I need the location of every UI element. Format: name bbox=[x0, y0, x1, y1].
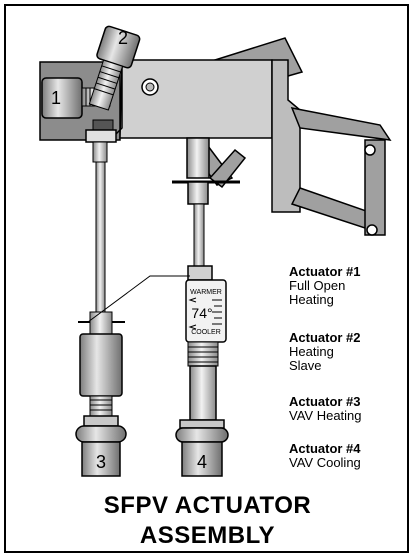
leader-line bbox=[87, 275, 190, 323]
marker-2-text: 2 bbox=[118, 28, 128, 48]
actuator-1-label: Actuator #1 Full Open Heating bbox=[289, 265, 361, 307]
actuator-2-label: Actuator #2 Heating Slave bbox=[289, 331, 361, 373]
main-bracket bbox=[109, 59, 273, 141]
actuator-1-desc: Full Open Heating bbox=[289, 278, 346, 307]
left-rod-assembly bbox=[75, 119, 127, 477]
actuator-4-title: Actuator #4 bbox=[289, 441, 361, 456]
caption-line-1: SFPV ACTUATOR bbox=[103, 492, 312, 519]
center-rod-assembly bbox=[172, 137, 240, 477]
marker-1-text: 1 bbox=[51, 88, 61, 108]
caption-line-2: ASSEMBLY bbox=[139, 522, 276, 549]
marker-3-text: 3 bbox=[96, 452, 106, 472]
actuator-2-title: Actuator #2 bbox=[289, 330, 361, 345]
marker-4: 4 bbox=[197, 452, 207, 472]
right-lever bbox=[290, 107, 392, 236]
actuator-3-label: Actuator #3 VAV Heating bbox=[289, 395, 362, 423]
marker-1: 1 bbox=[51, 88, 61, 108]
thermostat-warmer-label: WARMER bbox=[190, 289, 222, 296]
actuator-3-desc: VAV Heating bbox=[289, 408, 362, 423]
thermostat-value: 74° bbox=[191, 305, 212, 321]
thermostat-cooler-label: COOLER bbox=[191, 329, 221, 336]
right-plate bbox=[271, 59, 324, 213]
marker-2: 2 bbox=[118, 28, 128, 48]
actuator-4-label: Actuator #4 VAV Cooling bbox=[289, 442, 361, 470]
thermostat-scale bbox=[188, 297, 222, 330]
marker-3: 3 bbox=[96, 452, 106, 472]
actuator-1-title: Actuator #1 bbox=[289, 264, 361, 279]
marker-4-text: 4 bbox=[197, 452, 207, 472]
actuator-2-desc: Heating Slave bbox=[289, 344, 334, 373]
actuator-3-title: Actuator #3 bbox=[289, 394, 361, 409]
actuator-2-head bbox=[88, 25, 141, 111]
actuator-4-desc: VAV Cooling bbox=[289, 455, 361, 470]
